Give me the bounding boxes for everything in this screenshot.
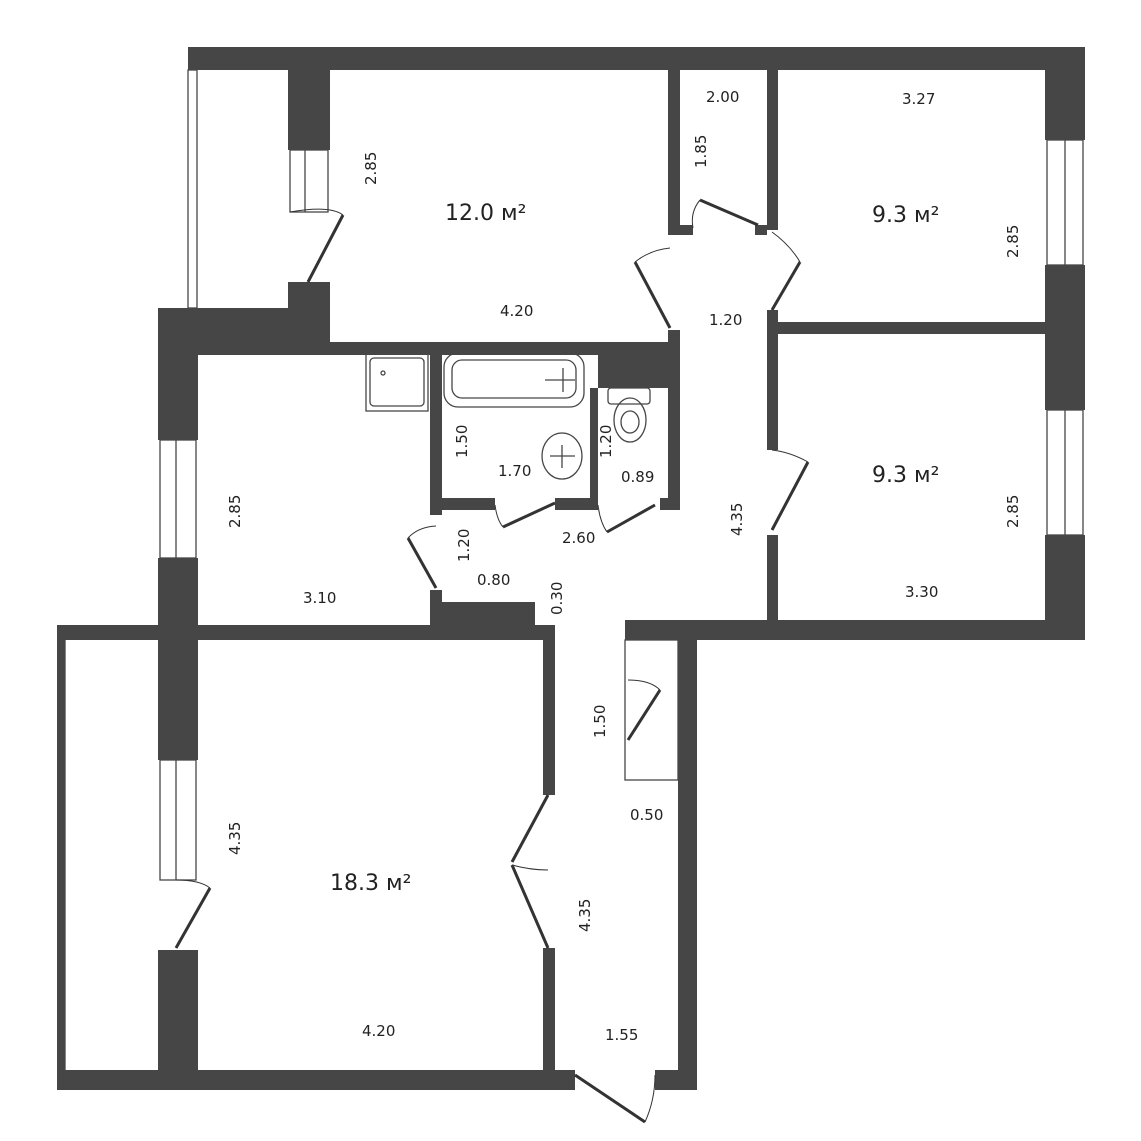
dim-label: 4.20 (500, 302, 533, 320)
dim-label: 4.20 (362, 1022, 395, 1040)
dim-label: 0.30 (548, 582, 566, 615)
dim-label: 2.85 (362, 152, 380, 185)
area-label: 18.3 м² (330, 871, 411, 896)
dim-label: 3.10 (303, 589, 336, 607)
dim-label: 2.00 (706, 88, 739, 106)
dim-label: 1.20 (709, 311, 742, 329)
toilet-icon (607, 387, 651, 405)
dim-label: 2.60 (562, 529, 595, 547)
dim-label: 0.50 (630, 806, 663, 824)
dim-label: 1.20 (455, 529, 473, 562)
dim-label: 0.80 (477, 571, 510, 589)
labels: 12.0 м² 2.85 4.20 2.00 1.85 3.27 9.3 м² … (226, 88, 1022, 1044)
sink-icon (541, 432, 583, 480)
dim-label: 2.85 (1004, 495, 1022, 528)
dim-label: 3.30 (905, 583, 938, 601)
area-label: 12.0 м² (445, 201, 526, 226)
stove-icon (365, 352, 429, 412)
dim-label: 4.35 (576, 899, 594, 932)
dim-label: 4.35 (226, 822, 244, 855)
dim-label: 0.89 (621, 468, 654, 486)
dim-label: 1.55 (605, 1026, 638, 1044)
dim-label: 3.27 (902, 90, 935, 108)
dim-label: 1.85 (692, 135, 710, 168)
dim-label: 4.35 (728, 503, 746, 536)
doors (174, 198, 810, 1124)
dim-label: 1.20 (597, 425, 615, 458)
dim-label: 2.85 (1004, 225, 1022, 258)
bathtub-icon (443, 352, 585, 408)
walls (57, 47, 1085, 1090)
area-label: 9.3 м² (872, 463, 939, 488)
area-label: 9.3 м² (872, 203, 939, 228)
windows (58, 69, 1084, 1071)
dim-label: 2.85 (226, 495, 244, 528)
dim-label: 1.70 (498, 462, 531, 480)
fixtures (365, 352, 651, 480)
dim-label: 1.50 (591, 705, 609, 738)
dim-label: 1.50 (453, 425, 471, 458)
